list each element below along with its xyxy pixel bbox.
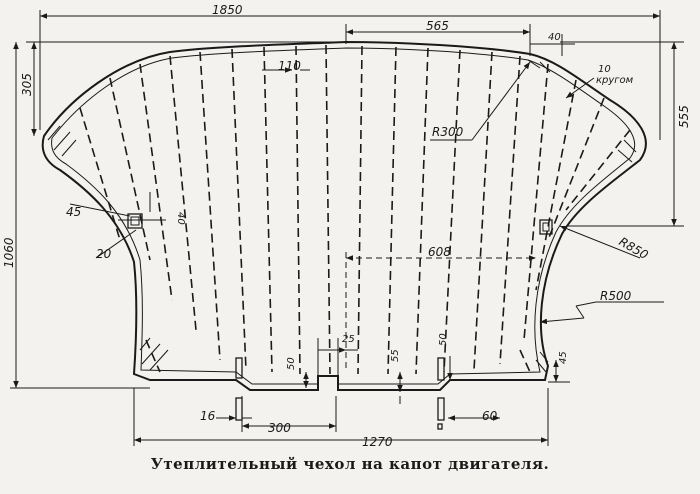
left-hole	[127, 213, 143, 229]
dim-50-left: 50	[286, 357, 297, 370]
dim-40-hole: 40	[175, 212, 186, 225]
bottom-straps	[235, 357, 445, 430]
drawing-caption: Утеплительный чехол на капот двигателя.	[150, 455, 550, 473]
edge-hatching	[47, 59, 637, 373]
dim-565: 565	[426, 19, 449, 33]
note-krugom: кругом	[596, 75, 634, 86]
dim-20-hole: 20	[96, 247, 112, 261]
dim-1270: 1270	[362, 435, 393, 449]
dim-1850: 1850	[212, 3, 243, 17]
dim-60: 60	[482, 409, 498, 423]
dim-r850: R850	[617, 234, 651, 262]
cover-seam	[51, 47, 636, 385]
dim-45-right: 45	[558, 351, 569, 364]
dim-25: 25	[342, 334, 355, 345]
dim-110: 110	[278, 59, 301, 73]
dim-305: 305	[20, 73, 34, 96]
stitch-lines	[79, 44, 631, 375]
dim-r300: R300	[432, 125, 464, 139]
right-hole	[539, 219, 553, 235]
dim-40: 40	[548, 32, 561, 43]
dim-608: 608	[428, 245, 451, 259]
dim-r500: R500	[600, 289, 632, 303]
dim-45-hole: 45	[66, 205, 81, 219]
dim-55: 55	[390, 349, 401, 362]
dimension-lines	[10, 10, 684, 446]
dim-1060: 1060	[2, 237, 16, 268]
dim-16: 16	[200, 409, 216, 423]
dim-50-right: 50	[438, 333, 449, 346]
dim-555: 555	[677, 105, 691, 128]
dim-300: 300	[268, 421, 291, 435]
note-10: 10	[598, 64, 611, 75]
